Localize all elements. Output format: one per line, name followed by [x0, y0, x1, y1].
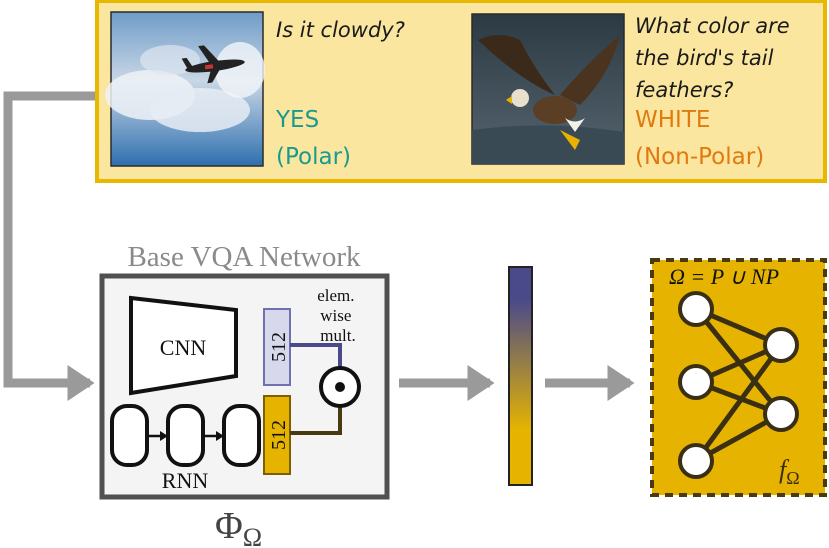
question-vector-label: 512	[268, 420, 290, 450]
neural-net-icon	[678, 291, 799, 479]
input-arrow	[3, 91, 95, 401]
network-title: Base VQA Network	[127, 241, 361, 273]
cnn-label: CNN	[160, 335, 207, 360]
example-1-answer-type: (Polar)	[276, 144, 351, 170]
example-1-answer: YES	[275, 107, 319, 133]
example-2-answer: WHITE	[635, 107, 710, 133]
f-omega-label: fΩ	[779, 455, 800, 488]
rnn-block: RNN	[110, 404, 261, 493]
omega-label: Ω = P ∪ NP	[669, 264, 779, 289]
example-2-image	[471, 13, 625, 165]
example-1-question: Is it clowdy?	[276, 18, 405, 42]
cnn-block: CNN	[129, 295, 238, 396]
airplane-icon	[181, 45, 245, 84]
example-1-image	[105, 11, 265, 167]
base-vqa-network: Base VQA Network CNN RNN 512 512	[99, 241, 390, 548]
question-vector-line	[290, 406, 342, 435]
eagle-icon	[478, 35, 620, 150]
joint-feature-vector	[508, 266, 533, 486]
example-2-answer-type: (Non-Polar)	[635, 144, 764, 170]
image-vector-label: 512	[268, 332, 290, 362]
classifier-box	[650, 258, 827, 497]
example-2-question: What color are the bird's tail feathers?	[635, 14, 796, 102]
question-feature-vector: 512	[263, 395, 291, 475]
rnn-label: RNN	[162, 468, 209, 493]
mult-label: elem. wise mult.	[317, 286, 359, 345]
elementwise-mult-node	[319, 366, 361, 408]
examples-panel: Is it clowdy? YES (Polar) What color are…	[95, 0, 827, 183]
image-vector-line	[290, 343, 342, 368]
classifier: Ω = P ∪ NP fΩ	[650, 258, 827, 497]
image-feature-vector: 512	[263, 308, 291, 386]
phi-omega-label: ΦΩ	[215, 505, 262, 548]
